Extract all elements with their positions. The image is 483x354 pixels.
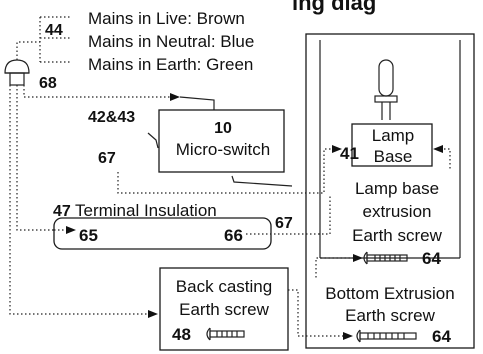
base-label: Base xyxy=(374,147,413,166)
label-47: 47 xyxy=(53,203,71,220)
label-48: 48 xyxy=(172,325,191,344)
bulb-icon xyxy=(374,59,398,120)
back-casting-box xyxy=(159,267,289,351)
label-65: 65 xyxy=(79,226,98,245)
wire-neutral-to-terminal xyxy=(16,85,54,231)
arrow-lamp-right xyxy=(433,145,443,153)
right-panel xyxy=(305,33,475,349)
label-42-43: 42&43 xyxy=(88,109,135,126)
wire-earth-screw-top xyxy=(315,257,354,280)
arrow-to-back-casting xyxy=(148,310,158,318)
wire-switch-bottom xyxy=(231,175,293,187)
arrow-to-lamp-base xyxy=(332,145,342,153)
wire-back-to-bottom xyxy=(288,289,344,337)
back-casting-line1: Back casting xyxy=(176,277,272,296)
label-64-top: 64 xyxy=(422,249,441,268)
wire-switch-left xyxy=(147,132,159,149)
bottom-extrusion-line2: Earth screw xyxy=(345,306,435,325)
wire-lamp-right xyxy=(440,148,451,170)
label-10: 10 xyxy=(214,120,232,137)
lamp-base-extrusion-line1: Lamp base xyxy=(355,179,439,198)
arrow-to-screw-64-bottom xyxy=(343,332,353,340)
micro-switch-box xyxy=(158,109,285,173)
wire-switch-top xyxy=(179,96,215,110)
label-66: 66 xyxy=(224,226,243,245)
lamp-base-extrusion-line3: Earth screw xyxy=(352,226,442,245)
label-67-right: 67 xyxy=(275,215,293,232)
screw-icon xyxy=(206,327,245,341)
wire-earth-to-back-casting xyxy=(9,85,150,315)
arrow-to-screw-64-top xyxy=(353,254,363,262)
bottom-extrusion-line1: Bottom Extrusion xyxy=(325,284,454,303)
lamp-base-extrusion-line2: extrusion xyxy=(363,202,432,221)
micro-switch-label: Micro-switch xyxy=(176,140,270,159)
label-67-left: 67 xyxy=(98,150,116,167)
terminal-insulation-label: Terminal Insulation xyxy=(75,201,217,220)
legend-neutral: Mains in Neutral: Blue xyxy=(88,32,254,51)
title-fragment: ing diag xyxy=(292,0,376,15)
label-68: 68 xyxy=(39,75,57,92)
wire-66-to-lamp xyxy=(246,196,331,235)
wire-live-to-switch xyxy=(23,85,172,98)
screw-icon xyxy=(363,251,408,265)
screw-icon xyxy=(356,329,417,343)
lamp-label: Lamp xyxy=(372,126,415,145)
wire-plug-to-legend xyxy=(16,41,40,60)
legend-live: Mains in Live: Brown xyxy=(88,9,245,28)
arrow-to-switch xyxy=(170,93,180,101)
label-64-bottom: 64 xyxy=(432,327,451,346)
label-41: 41 xyxy=(340,144,359,163)
back-casting-line2: Earth screw xyxy=(179,300,269,319)
label-44: 44 xyxy=(45,22,63,39)
arrow-to-65 xyxy=(66,226,76,234)
lamp-base-box xyxy=(351,123,433,167)
legend-earth: Mains in Earth: Green xyxy=(88,55,253,74)
legend: Mains in Live: Brown Mains in Neutral: B… xyxy=(39,9,254,74)
plug-icon xyxy=(4,59,30,86)
